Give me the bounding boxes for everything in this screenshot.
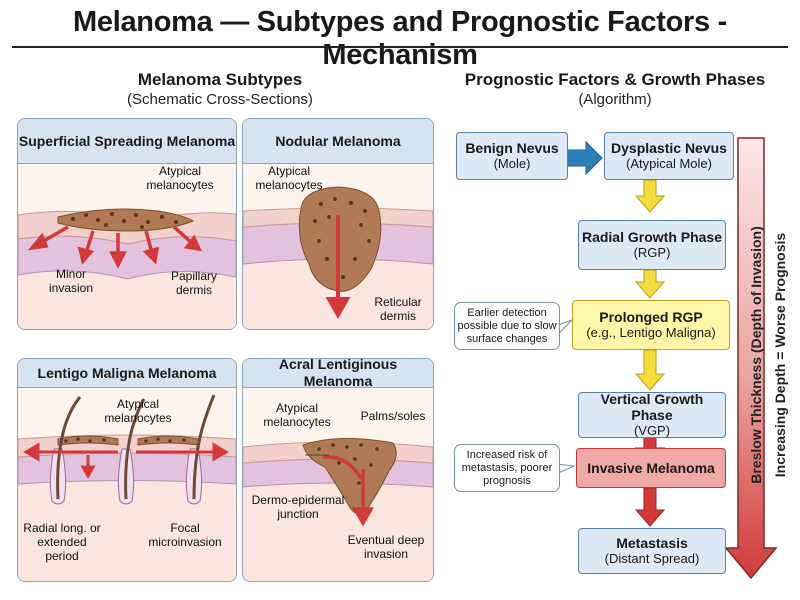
step-metastasis: Metastasis (Distant Spread)	[578, 528, 726, 574]
step-name: Invasive Melanoma	[587, 460, 715, 476]
label-minor-invasion: Minor invasion	[48, 267, 94, 295]
prognostic-subtitle: (Algorithm)	[578, 91, 652, 108]
step-name: Radial Growth Phase	[581, 229, 723, 245]
step-sub: (e.g., Lentigo Maligna)	[586, 325, 716, 340]
step-name: Dysplastic Nevus	[611, 140, 727, 156]
acral-lentiginous-diagram	[243, 438, 433, 581]
lentigo-maligna-diagram	[18, 394, 236, 581]
label-eventual-deep-invasion: Eventual deep invasion	[347, 533, 425, 561]
step-dysplastic-nevus: Dysplastic Nevus (Atypical Mole)	[604, 132, 734, 180]
label-palms-soles: Palms/soles	[360, 409, 426, 423]
label-atypical-melanocytes: Atypical melanocytes	[146, 164, 214, 192]
step-sub: (Mole)	[493, 156, 531, 171]
panel-title: Acral Lentiginous Melanoma	[243, 359, 433, 389]
callout-earlier-detection: Earlier detection possible due to slow s…	[454, 302, 560, 350]
panel-lentigo-maligna: Lentigo Maligna Melanoma Atypical me	[17, 358, 237, 582]
callout-increased-risk: Increased risk of metastasis, poorer pro…	[454, 444, 560, 492]
panel-superficial-spreading: Superficial Spreading Melanoma Atypical …	[17, 118, 237, 330]
step-radial-growth-phase: Radial Growth Phase (RGP)	[578, 220, 726, 270]
prognostic-title: Prognostic Factors & Growth Phases	[464, 70, 766, 89]
step-vertical-growth-phase: Vertical Growth Phase (VGP)	[578, 391, 726, 438]
panel-title: Lentigo Maligna Melanoma	[18, 359, 236, 388]
panel-acral-lentiginous: Acral Lentiginous Melanoma Atypical mela…	[242, 358, 434, 582]
label-papillary-dermis: Papillary dermis	[170, 269, 218, 297]
step-sub: (Distant Spread)	[604, 551, 700, 566]
label-atypical-melanocytes: Atypical melanocytes	[104, 397, 172, 425]
title-divider	[12, 46, 788, 48]
label-reticular-dermis: Reticular dermis	[374, 295, 422, 323]
step-name: Vertical Growth Phase	[600, 391, 704, 423]
step-benign-nevus: Benign Nevus (Mole)	[456, 132, 568, 180]
label-dermo-epidermal-junction: Dermo-epidermal junction	[251, 493, 345, 521]
step-sub: (Atypical Mole)	[626, 156, 712, 171]
panel-nodular: Nodular Melanoma Atypical melanocytes Re…	[242, 118, 434, 330]
label-focal-microinvasion: Focal microinvasion	[148, 521, 222, 549]
superficial-spreading-diagram	[18, 208, 236, 329]
label-radial-extended-period: Radial long. or extended period	[23, 521, 101, 563]
step-sub: (RGP)	[633, 245, 671, 260]
step-name: Prolonged RGP	[599, 309, 703, 325]
page-title: Melanoma — Subtypes and Prognostic Facto…	[73, 6, 727, 71]
step-name: Benign Nevus	[465, 140, 559, 156]
subtypes-title: Melanoma Subtypes	[137, 70, 303, 89]
step-invasive-melanoma: Invasive Melanoma	[576, 448, 726, 488]
subtypes-subtitle: (Schematic Cross-Sections)	[127, 91, 313, 108]
nodular-diagram	[243, 186, 433, 329]
increasing-depth-label: Increasing Depth = Worse Prognosis	[772, 232, 788, 478]
step-prolonged-rgp: Prolonged RGP (e.g., Lentigo Maligna)	[572, 300, 730, 350]
panel-title: Superficial Spreading Melanoma	[18, 119, 236, 164]
panel-title: Nodular Melanoma	[243, 119, 433, 164]
breslow-thickness-label: Breslow Thickness (Depth of Invasion)	[748, 226, 764, 484]
label-atypical-melanocytes: Atypical melanocytes	[255, 164, 323, 192]
step-name: Metastasis	[616, 535, 688, 551]
label-atypical-melanocytes: Atypical melanocytes	[263, 401, 331, 429]
step-sub: (VGP)	[633, 423, 671, 438]
